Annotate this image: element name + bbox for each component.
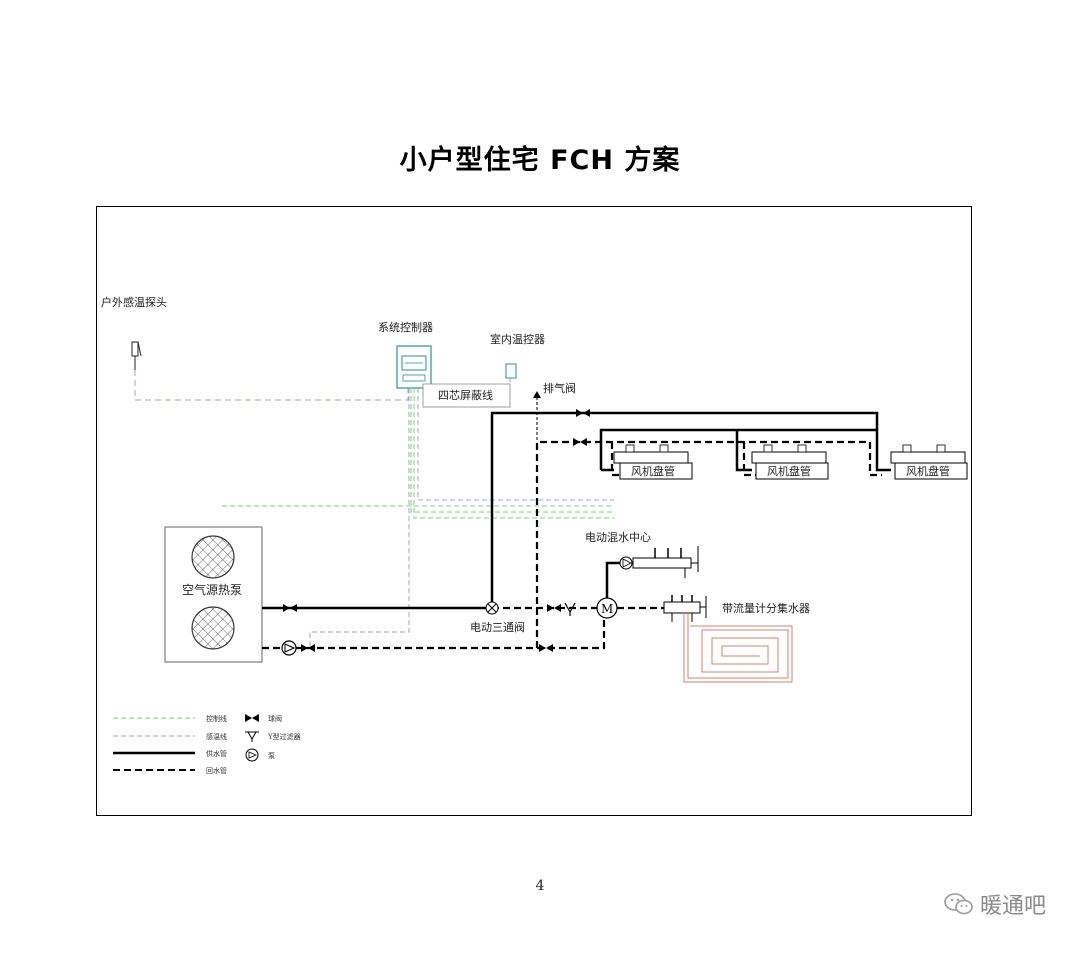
floor-heating-coil (683, 612, 793, 683)
heat-pump-label: 空气源热泵 (182, 582, 242, 597)
svg-text:M: M (601, 602, 613, 616)
indoor-thermostat-label: 室内温控器 (490, 332, 545, 346)
outdoor-sensor-label: 户外感温探头 (101, 295, 167, 309)
indoor-thermostat (505, 363, 517, 379)
diagram-frame (96, 206, 972, 816)
motor-icon: M (596, 597, 618, 619)
system-controller (396, 345, 432, 389)
legend: 控制线 感温线 供水管 回水管 球阀 Y型过滤器 泵 (113, 714, 301, 775)
fan-coil-label-3: 风机盘管 (906, 464, 950, 478)
manifold-label: 带流量计分集水器 (722, 601, 810, 615)
legend-symbol-label: Y型过滤器 (267, 732, 301, 741)
legend-label: 供水管 (206, 749, 227, 758)
shielded-cable-box (422, 383, 511, 408)
legend-label: 控制线 (206, 714, 227, 723)
ball-valve-icon (245, 714, 259, 722)
fan-coil-label-2: 风机盘管 (767, 464, 811, 478)
ball-valve-icon (283, 409, 590, 652)
legend-label: 感温线 (206, 732, 227, 741)
fan-coil-unit (751, 444, 829, 480)
three-way-valve (485, 601, 499, 615)
pump-icon (281, 640, 297, 656)
page-number: 4 (535, 878, 545, 894)
fan-icon (191, 606, 235, 650)
legend-symbol-label: 泵 (268, 752, 275, 760)
air-vent (533, 391, 541, 440)
return-pipes (262, 440, 882, 650)
legend-label: 回水管 (206, 766, 227, 775)
sensor-lines (309, 388, 614, 646)
y-strainer-icon (245, 731, 259, 742)
three-way-valve-label: 电动三通阀 (470, 620, 525, 634)
supply-pipes (262, 411, 891, 610)
watermark-text: 暖通吧 (979, 894, 1046, 919)
page-title: 小户型住宅 FCH 方案 (399, 145, 681, 176)
system-controller-label: 系统控制器 (378, 320, 433, 334)
legend-symbol-label: 球阀 (268, 714, 282, 723)
y-strainer-icon (564, 602, 576, 616)
fan-coil-unit (890, 444, 968, 480)
wechat-icon (944, 893, 973, 915)
watermark: 暖通吧 (944, 888, 1046, 920)
fan-coil-label-1: 风机盘管 (631, 464, 675, 478)
manifold (663, 595, 707, 622)
mixing-center (619, 546, 699, 578)
fan-icon (191, 535, 235, 579)
fan-coil-unit (613, 444, 693, 480)
sensor-line-outdoor (134, 370, 409, 401)
air-vent-label: 排气阀 (543, 381, 576, 395)
outdoor-sensor (131, 341, 142, 370)
control-lines (222, 388, 614, 519)
shielded-cable-label: 四芯屏蔽线 (438, 388, 493, 402)
mixing-center-label: 电动混水中心 (585, 531, 651, 544)
pump-icon (245, 748, 259, 762)
